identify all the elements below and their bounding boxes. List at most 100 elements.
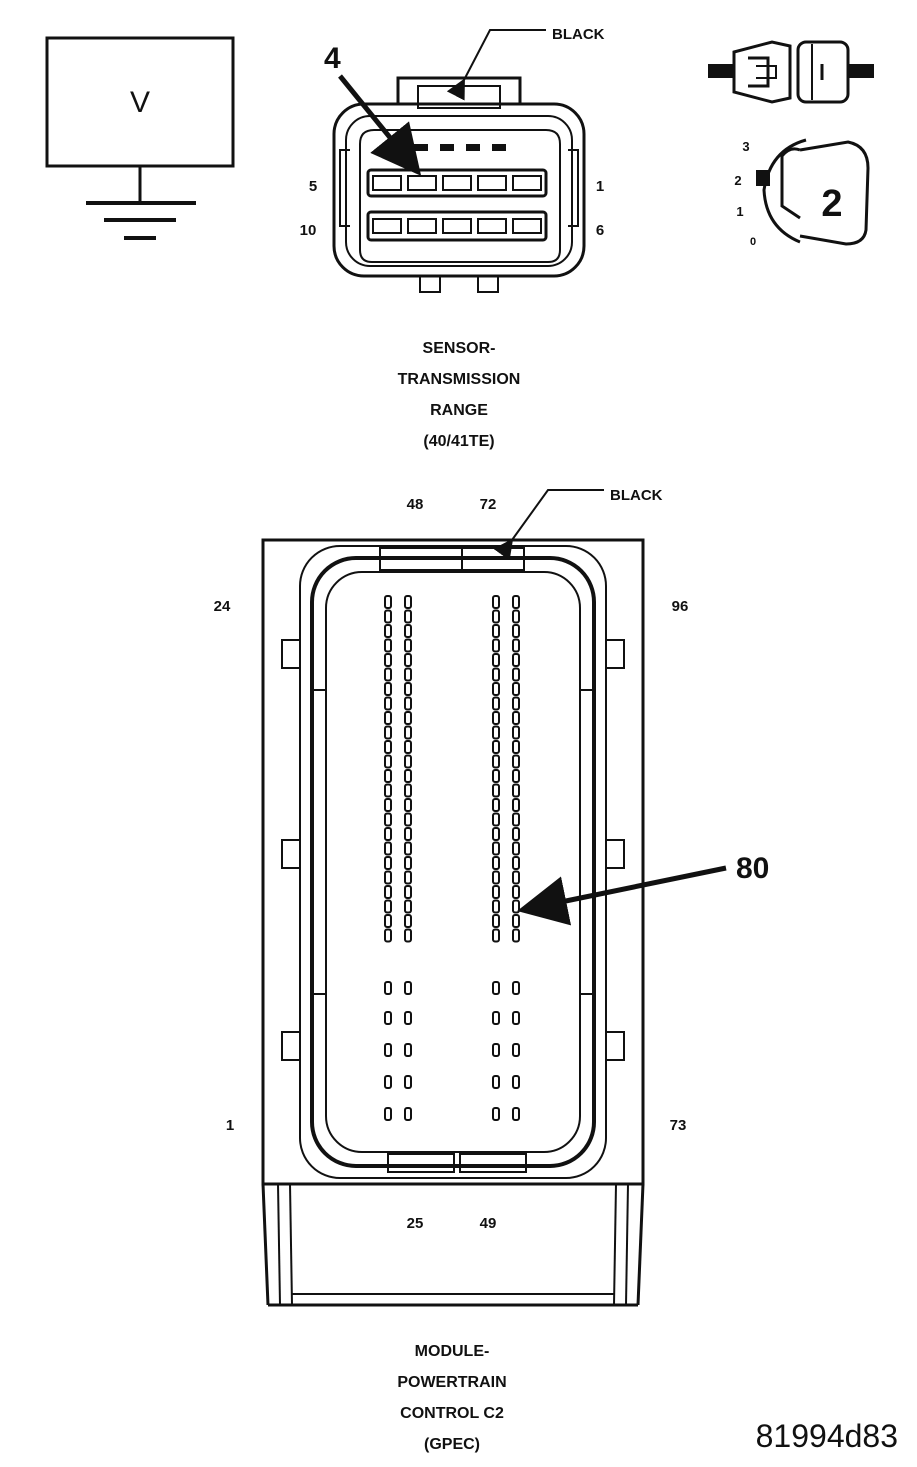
pcm-pin-cavity xyxy=(384,1075,392,1089)
pcm-pin-cavity xyxy=(492,725,500,740)
sensor-pin-row-top xyxy=(366,168,548,198)
pcm-pin-cavity xyxy=(492,812,500,827)
pcm-pin-cavity xyxy=(384,769,392,783)
pcm-pin-cavity xyxy=(492,638,500,653)
pcm-pin-cavity xyxy=(512,711,520,725)
probe-terminal-icon xyxy=(708,40,874,104)
pcm-pin-cavity xyxy=(492,870,500,885)
pcm-pin-cavity xyxy=(404,624,412,638)
pcm-pin-cavity xyxy=(512,696,520,711)
pcm-pin-cavity xyxy=(404,870,412,885)
pcm-pin-cavity xyxy=(404,682,412,696)
pcm-pin-cavity xyxy=(512,827,520,841)
pcm-pin-cavity xyxy=(512,783,520,798)
pcm-pin-cavity xyxy=(384,798,392,812)
pcm-pin-cavity xyxy=(492,885,500,899)
pcm-pin-cavity xyxy=(384,1107,392,1121)
pcm-pin-label-49: 49 xyxy=(480,1215,497,1232)
pcm-callout-pin: 80 xyxy=(736,852,769,885)
pcm-pin-cavity xyxy=(492,667,500,682)
figure-id: 81994d83 xyxy=(756,1418,898,1454)
pcm-pin-cavity xyxy=(492,827,500,841)
pcm-pin-cavity xyxy=(512,841,520,856)
pcm-color-leader xyxy=(493,489,604,561)
sensor-callout-pin: 4 xyxy=(324,42,341,75)
pcm-pin-cavity xyxy=(404,798,412,812)
pcm-pin-cavity xyxy=(492,754,500,769)
pcm-pin-cavity xyxy=(492,928,500,943)
dial-number-0: 0 xyxy=(750,236,756,248)
pcm-pin-cavity xyxy=(492,841,500,856)
pcm-pin-cavity xyxy=(404,653,412,667)
pcm-pin-cavity xyxy=(404,1075,412,1089)
dial-selector-icon: 3 2 1 0 2 xyxy=(734,138,870,248)
pcm-pin-cavity xyxy=(384,1011,392,1025)
pcm-pin-cavity xyxy=(512,798,520,812)
sensor-pin-row-bottom xyxy=(366,210,548,242)
pcm-pin-cavity xyxy=(404,914,412,928)
svg-text:POWERTRAIN: POWERTRAIN xyxy=(397,1374,506,1391)
pcm-pin-cavity xyxy=(404,711,412,725)
pcm-pin-cavity xyxy=(492,783,500,798)
pcm-pin-label-73: 73 xyxy=(670,1117,687,1134)
pcm-pin-cavity xyxy=(404,769,412,783)
svg-text:CONTROL C2: CONTROL C2 xyxy=(400,1405,504,1422)
pcm-pin-cavity xyxy=(384,682,392,696)
pcm-pin-cavity xyxy=(384,885,392,899)
pcm-pin-cavity xyxy=(384,827,392,841)
pcm-pin-cavity xyxy=(512,595,520,609)
pcm-pin-cavity xyxy=(404,1107,412,1121)
pcm-pin-cavity xyxy=(384,899,392,914)
pcm-pin-cavity xyxy=(404,1011,412,1025)
sensor-keyways xyxy=(414,144,506,151)
pcm-pin-cavity xyxy=(512,754,520,769)
pcm-pin-cavity xyxy=(404,609,412,624)
pcm-pin-cavity xyxy=(512,812,520,827)
pcm-pin-cavity xyxy=(492,696,500,711)
pcm-pin-cavity xyxy=(384,667,392,682)
pcm-pin-label-1: 1 xyxy=(226,1117,234,1134)
pcm-pin-cavity xyxy=(404,928,412,943)
pcm-pin-cavity xyxy=(404,595,412,609)
pcm-pin-cavity xyxy=(492,769,500,783)
pcm-pin-cavity xyxy=(512,928,520,943)
pcm-pin-cavity xyxy=(384,928,392,943)
pcm-pin-cavity xyxy=(512,1107,520,1121)
pcm-pin-cavity xyxy=(404,1043,412,1057)
pcm-pin-cavity xyxy=(384,812,392,827)
pcm-pin-cavity xyxy=(512,667,520,682)
pcm-pin-cavity xyxy=(492,798,500,812)
pcm-color-label: BLACK xyxy=(610,487,663,504)
pcm-pin-cavity xyxy=(512,740,520,754)
voltmeter-label: V xyxy=(130,86,150,119)
pcm-pin-cavity xyxy=(492,711,500,725)
sensor-color-label: BLACK xyxy=(552,26,605,43)
dial-number-1: 1 xyxy=(736,204,743,219)
pcm-pin-cavity xyxy=(384,783,392,798)
pcm-pin-cavity xyxy=(404,841,412,856)
pcm-pin-cavity xyxy=(492,899,500,914)
pcm-pin-cavity xyxy=(512,725,520,740)
pcm-pin-cavity xyxy=(384,624,392,638)
svg-text:(GPEC): (GPEC) xyxy=(424,1436,480,1453)
pcm-callout-arrow xyxy=(517,865,727,926)
pcm-pin-cavity xyxy=(404,638,412,653)
pcm-pin-cavity xyxy=(384,841,392,856)
pcm-pin-cavities xyxy=(384,595,520,1121)
pcm-pin-cavity xyxy=(384,914,392,928)
pcm-pin-cavity xyxy=(404,725,412,740)
sensor-pin-label-10: 10 xyxy=(300,222,317,239)
pcm-pin-cavity xyxy=(492,1075,500,1089)
sensor-color-leader xyxy=(446,29,546,101)
pcm-pin-cavity xyxy=(404,667,412,682)
pcm-pin-cavity xyxy=(512,624,520,638)
sensor-callout-arrow xyxy=(338,74,422,176)
pcm-pin-cavity xyxy=(404,696,412,711)
pcm-pin-cavity xyxy=(512,1075,520,1089)
pcm-pin-cavity xyxy=(384,725,392,740)
pcm-pin-cavity xyxy=(384,1043,392,1057)
pcm-pin-cavity xyxy=(384,870,392,885)
sensor-pin-label-1: 1 xyxy=(596,178,604,195)
svg-text:SENSOR-: SENSOR- xyxy=(423,340,496,357)
